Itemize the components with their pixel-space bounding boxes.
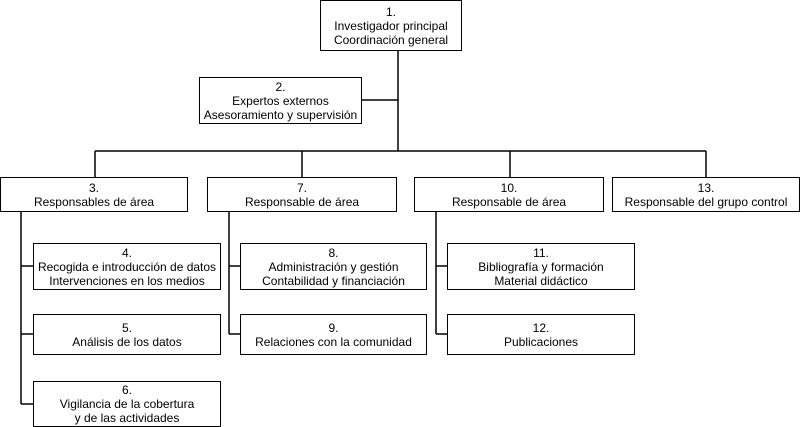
node-line: Investigador principal — [334, 18, 448, 33]
node-number: 5. — [121, 320, 132, 335]
node-number: 13. — [697, 180, 715, 195]
node-number: 3. — [88, 180, 99, 195]
node-number: 9. — [328, 320, 339, 335]
node-13: 13. Responsable del grupo control — [612, 177, 800, 212]
node-number: 4. — [121, 245, 132, 260]
node-line: Expertos externos — [232, 93, 329, 108]
node-2: 2. Expertos externos Asesoramiento y sup… — [199, 77, 362, 124]
node-line: Responsable de área — [244, 194, 360, 209]
node-9: 9. Relaciones con la comunidad — [240, 314, 427, 355]
node-number: 11. — [533, 245, 549, 260]
node-line: Responsable de área — [451, 194, 567, 209]
node-line: Recogida e introducción de datos — [37, 259, 217, 274]
node-number: 10. — [500, 180, 518, 195]
node-number: 6. — [121, 383, 132, 397]
node-line: Responsable del grupo control — [624, 194, 788, 209]
node-12: 12. Publicaciones — [447, 314, 635, 355]
node-number: 7. — [296, 180, 307, 195]
node-8: 8. Administración y gestión Contabilidad… — [240, 243, 427, 290]
node-7: 7. Responsable de área — [207, 177, 397, 212]
node-line: y de las actividades — [74, 411, 180, 425]
node-number: 8. — [328, 245, 339, 260]
node-11: 11. Bibliografía y formación Material di… — [447, 243, 635, 290]
node-line: Publicaciones — [503, 334, 579, 349]
node-line: Responsables de área — [33, 194, 155, 209]
node-1: 1. Investigador principal Coordinación g… — [320, 0, 462, 51]
node-line: Intervenciones en los medios — [49, 273, 205, 288]
node-line: Coordinación general — [333, 32, 449, 47]
node-10: 10. Responsable de área — [414, 177, 604, 212]
node-6: 6. Vigilancia de la cobertura y de las a… — [33, 381, 221, 427]
node-line: Relaciones con la comunidad — [255, 334, 412, 349]
node-4: 4. Recogida e introducción de datos Inte… — [33, 243, 221, 290]
node-3: 3. Responsables de área — [0, 177, 188, 212]
node-line: Análisis de los datos — [72, 334, 182, 349]
node-line: Vigilancia de la cobertura — [59, 397, 195, 411]
node-number: 2. — [275, 79, 286, 94]
node-line: Administración y gestión — [268, 259, 399, 274]
node-line: Contabilidad y financiación — [262, 273, 405, 288]
node-line: Asesoramiento y supervisión — [203, 107, 358, 122]
node-number: 1. — [385, 4, 396, 19]
node-line: Material didáctico — [494, 273, 588, 288]
node-number: 12. — [532, 320, 550, 335]
node-5: 5. Análisis de los datos — [33, 314, 221, 355]
node-line: Bibliografía y formación — [478, 259, 604, 274]
